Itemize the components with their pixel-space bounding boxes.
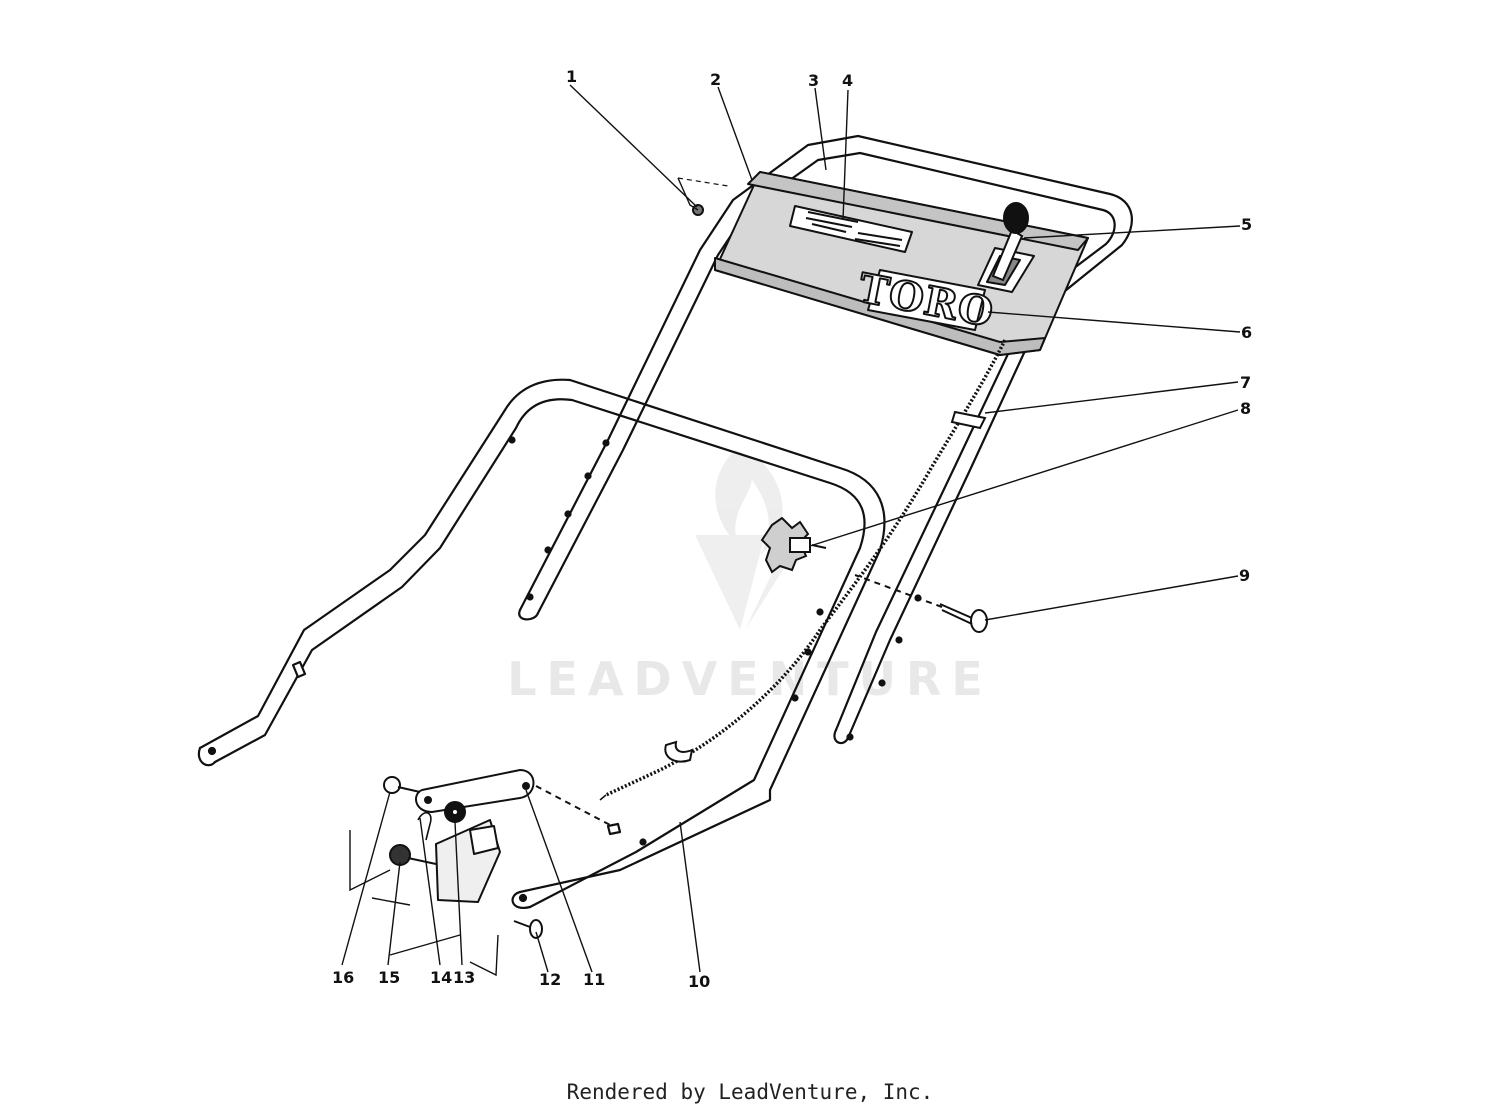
callout-7: 7: [1240, 373, 1251, 392]
callout-2: 2: [710, 70, 721, 89]
callout-16: 16: [332, 968, 354, 987]
callout-1: 1: [566, 67, 577, 86]
watermark-text: LEADVENTURE: [507, 652, 993, 706]
handle-knob: [760, 516, 827, 574]
callout-3: 3: [808, 71, 819, 90]
leader-lines: [341, 84, 1241, 973]
callout-11: 11: [583, 970, 605, 989]
callout-6: 6: [1241, 323, 1252, 342]
bracket-brackets: [349, 830, 499, 977]
footer-credit: Rendered by LeadVenture, Inc.: [566, 1080, 934, 1104]
callout-5: 5: [1241, 215, 1252, 234]
control-panel: TORO: [714, 171, 1089, 356]
throttle-lever: [991, 202, 1029, 282]
carriage-bolt-12: [513, 919, 543, 939]
lower-handle: [197, 378, 886, 910]
callout-15: 15: [378, 968, 400, 987]
cable-clip-upper: [950, 410, 987, 430]
callout-4: 4: [842, 71, 853, 90]
callout-labels: 1 2 3 4 5 6 7 8 9 10 11 12 13 14 15 16: [332, 67, 1252, 991]
knob-15: [389, 844, 437, 866]
bracket-bolt-16: [383, 776, 421, 794]
callout-13: 13: [453, 968, 475, 987]
callout-14: 14: [430, 968, 452, 987]
fastener-1: [677, 177, 729, 216]
cable-clip-lower: [664, 740, 694, 763]
handle-bracket: [415, 769, 613, 903]
hitch-pin-14: [417, 812, 432, 841]
watermark: LEADVENTURE: [507, 450, 993, 706]
callout-8: 8: [1240, 399, 1251, 418]
carriage-bolt: [854, 574, 988, 633]
callout-10: 10: [688, 972, 710, 991]
decal-text-lines: [805, 211, 903, 247]
lock-nut-13: [444, 801, 466, 823]
callout-12: 12: [539, 970, 561, 989]
callout-9: 9: [1239, 566, 1250, 585]
throttle-cable: [599, 339, 1007, 801]
